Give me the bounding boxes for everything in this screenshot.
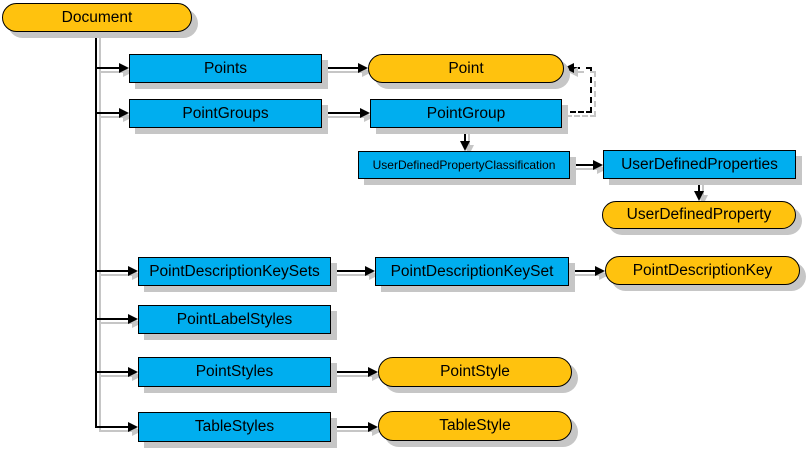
arrowhead-into-tablestyle bbox=[368, 422, 378, 432]
node-pointgroups[interactable]: PointGroups bbox=[129, 99, 322, 128]
arrowhead-into-pointstyle bbox=[368, 367, 378, 377]
connector-udpc-userdefinedproperties bbox=[570, 164, 594, 166]
node-document[interactable]: Document bbox=[2, 3, 192, 32]
connector-pdksets-pdkset bbox=[331, 270, 366, 272]
arrowhead-into-tablestyles bbox=[128, 422, 138, 432]
dashed-connector-pointgroup-top bbox=[574, 67, 592, 69]
arrowhead-into-userdefinedpropertyclassification bbox=[460, 141, 470, 151]
node-tablestyle[interactable]: TableStyle bbox=[378, 411, 572, 441]
arrowhead-dashed-into-point bbox=[564, 63, 574, 73]
node-pointstyles[interactable]: PointStyles bbox=[138, 357, 331, 387]
connector-pointstyles-pointstyle bbox=[331, 371, 369, 373]
arrowhead-into-pointdescriptionkeyset bbox=[365, 266, 375, 276]
node-userdefinedproperties[interactable]: UserDefinedProperties bbox=[603, 150, 796, 179]
node-pointdescriptionkey[interactable]: PointDescriptionKey bbox=[605, 256, 800, 285]
connector-document-pointlabelstyles bbox=[96, 318, 129, 320]
node-pointgroup[interactable]: PointGroup bbox=[370, 99, 562, 128]
arrowhead-into-userdefinedproperty bbox=[694, 191, 704, 201]
dashed-connector-pointgroup-vertical bbox=[590, 67, 592, 113]
dashed-connector-pointgroup-bottom bbox=[562, 111, 592, 113]
node-userdefinedproperty[interactable]: UserDefinedProperty bbox=[602, 201, 796, 229]
node-userdefinedpropertyclassification[interactable]: UserDefinedPropertyClassification bbox=[358, 151, 570, 179]
arrowhead-into-userdefinedproperties bbox=[593, 160, 603, 170]
node-point[interactable]: Point bbox=[368, 54, 564, 83]
connector-pointgroups-pointgroup bbox=[322, 112, 361, 114]
connector-pdkset-pdk bbox=[569, 270, 596, 272]
node-pointlabelstyles[interactable]: PointLabelStyles bbox=[138, 305, 331, 334]
connector-points-point bbox=[322, 67, 359, 69]
node-pointdescriptionkeysets[interactable]: PointDescriptionKeySets bbox=[138, 257, 331, 286]
connector-document-pointstyles bbox=[96, 371, 129, 373]
connector-trunk bbox=[95, 32, 97, 428]
connector-userdefinedproperties-userdefinedproperty bbox=[698, 180, 700, 192]
node-points[interactable]: Points bbox=[129, 54, 322, 83]
connector-pointgroup-userdefinedpropertyclassification bbox=[464, 128, 466, 142]
arrowhead-into-points bbox=[119, 63, 129, 73]
arrowhead-into-pointgroups bbox=[119, 108, 129, 118]
arrowhead-into-pointgroup bbox=[360, 108, 370, 118]
arrowhead-into-pointdescriptionkey bbox=[595, 266, 605, 276]
arrowhead-into-pointdescriptionkeysets bbox=[128, 266, 138, 276]
arrowhead-into-point bbox=[358, 63, 368, 73]
connector-document-points bbox=[96, 67, 120, 69]
connector-document-pointgroups bbox=[96, 112, 120, 114]
connector-document-pointdescriptionkeysets bbox=[96, 270, 129, 272]
connector-tablestyles-tablestyle bbox=[331, 426, 369, 428]
node-pointstyle[interactable]: PointStyle bbox=[378, 357, 572, 387]
node-tablestyles[interactable]: TableStyles bbox=[138, 412, 331, 442]
connector-document-tablestyles bbox=[96, 426, 129, 428]
arrowhead-into-pointlabelstyles bbox=[128, 314, 138, 324]
arrowhead-into-pointstyles bbox=[128, 367, 138, 377]
node-pointdescriptionkeyset[interactable]: PointDescriptionKeySet bbox=[375, 257, 569, 286]
